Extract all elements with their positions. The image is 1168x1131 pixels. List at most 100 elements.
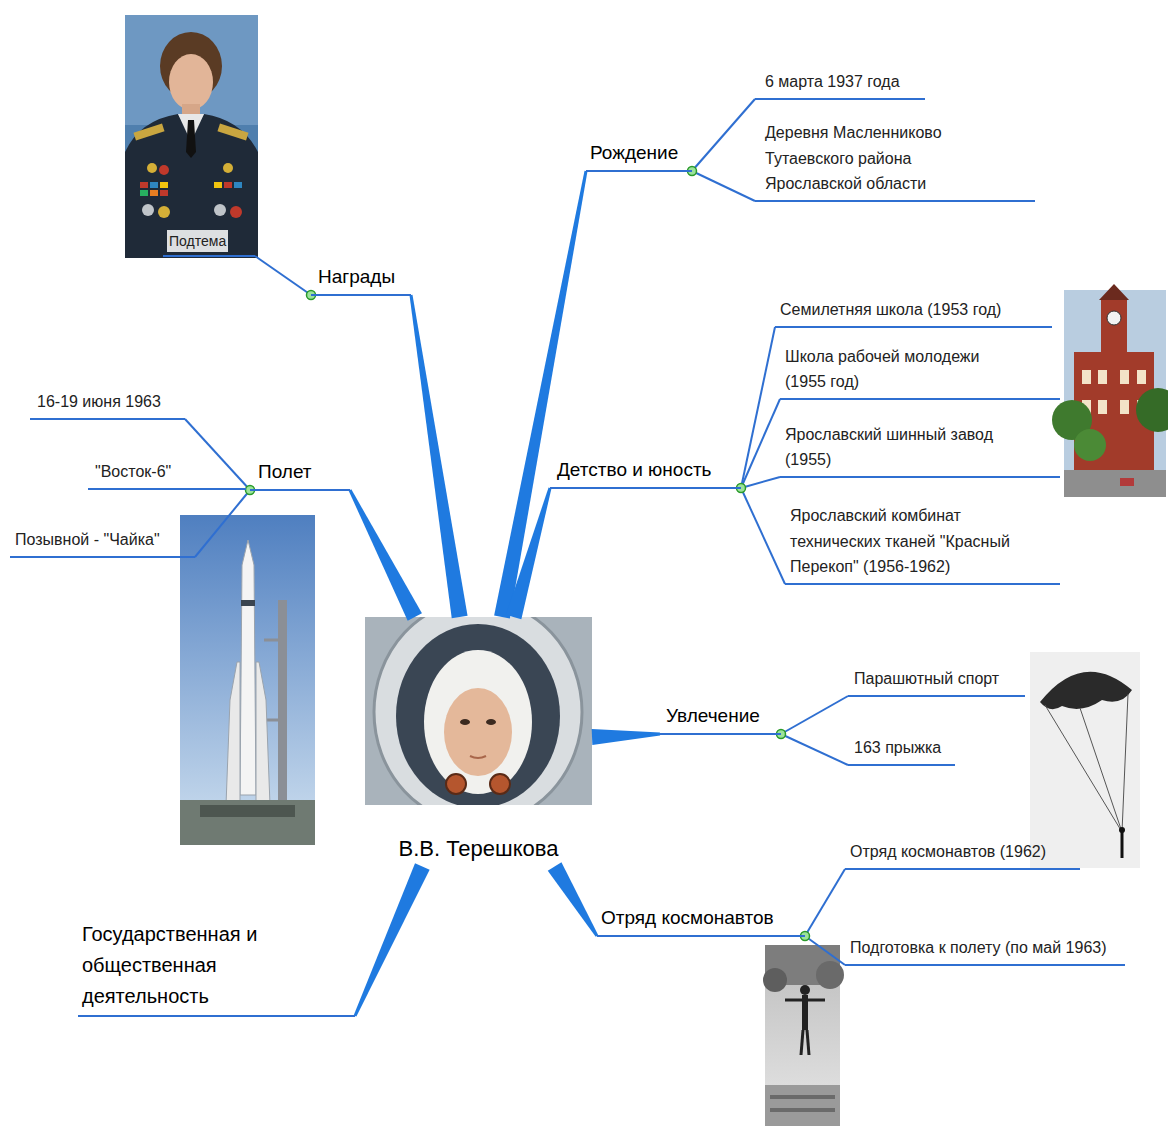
branch-topic: Награды <box>311 262 411 296</box>
cosmonaut-photo <box>490 774 510 794</box>
topic-text: Подготовка к полету (по май 1963) <box>850 935 1107 961</box>
main-branch <box>410 295 468 618</box>
main-branch <box>548 862 599 936</box>
topic-text: Подтема <box>167 230 228 252</box>
portrait-photo <box>186 120 196 158</box>
cosmonaut-photo <box>486 719 496 725</box>
subtopic-label: 6 марта 1937 года <box>755 69 925 100</box>
school-building-photo <box>1137 370 1146 384</box>
cosmonaut-photo <box>374 617 582 805</box>
cosmonaut-photo <box>444 688 512 776</box>
subtopic-label: 16-19 июня 1963 <box>30 389 185 420</box>
rocket-photo <box>226 662 240 805</box>
training-photo <box>763 945 844 1126</box>
portrait-photo <box>140 190 148 196</box>
main-branch <box>349 489 422 620</box>
sub-branch-line <box>692 171 755 201</box>
parachute-photo <box>1080 708 1122 832</box>
topic-text: 6 марта 1937 года <box>765 69 900 95</box>
topic-text: Парашютный спорт <box>854 666 999 692</box>
sub-branch-line <box>741 477 780 488</box>
school-building-photo <box>1052 284 1168 497</box>
subtopic-label: Школа рабочей молодежи (1955 год) <box>780 344 1060 400</box>
sub-branch-line <box>805 869 845 936</box>
cosmonaut-photo <box>396 624 560 805</box>
portrait-photo <box>230 206 242 218</box>
training-photo <box>800 985 810 995</box>
topic-text: Ярославский шинный завод (1955) <box>785 422 1015 473</box>
sub-branch-line <box>741 488 785 584</box>
school-building-photo <box>1098 370 1107 384</box>
branch-topic: Рождение <box>586 138 692 172</box>
portrait-photo <box>214 182 222 188</box>
school-building-photo <box>1107 311 1121 325</box>
portrait-photo <box>160 190 168 196</box>
topic-text: Семилетняя школа (1953 год) <box>780 297 1001 323</box>
subtopic-label: Подтема <box>163 230 255 257</box>
cosmonaut-photo <box>424 650 532 794</box>
portrait-photo <box>217 124 248 141</box>
portrait-photo <box>160 182 168 188</box>
school-building-photo <box>1074 429 1106 461</box>
parachute-photo <box>1045 705 1122 832</box>
school-building-photo <box>1098 400 1107 414</box>
topic-text: 163 прыжка <box>854 735 941 761</box>
portrait-photo <box>224 182 232 188</box>
topic-text: 16-19 июня 1963 <box>37 389 161 415</box>
branch-topic: Детство и юность <box>550 455 741 489</box>
rocket-photo <box>180 800 315 845</box>
training-photo <box>770 1095 835 1099</box>
portrait-photo <box>147 163 157 173</box>
portrait-photo <box>214 204 226 216</box>
school-building-photo <box>1099 284 1129 300</box>
topic-text: Детство и юность <box>557 455 712 484</box>
portrait-photo <box>159 165 169 175</box>
portrait-photo <box>125 15 258 258</box>
portrait-photo <box>169 54 213 110</box>
subtopic-label: Отряд космонавтов (1962) <box>845 839 1080 870</box>
cosmonaut-photo <box>470 756 486 758</box>
rocket-photo <box>240 540 256 795</box>
subtopic-label: Семилетняя школа (1953 год) <box>775 297 1052 328</box>
school-building-photo <box>1136 388 1168 432</box>
main-branch <box>354 863 430 1016</box>
rocket-photo <box>264 639 278 642</box>
rocket-photo <box>278 600 287 805</box>
topic-title: В.В. Терешкова <box>398 835 558 863</box>
topic-text: Рождение <box>590 138 678 167</box>
topic-text: Ярославский комбинат технических тканей … <box>790 503 1045 580</box>
parachute-photo <box>1122 694 1128 832</box>
parachute-photo <box>1119 827 1125 833</box>
training-photo <box>807 1030 809 1055</box>
portrait-photo <box>125 15 258 125</box>
training-photo <box>801 1030 803 1055</box>
topic-text: "Восток-6" <box>95 459 171 485</box>
sub-branch-line <box>805 936 845 965</box>
portrait-photo <box>125 114 258 258</box>
cosmonaut-photo <box>365 617 592 805</box>
portrait-photo <box>234 182 242 188</box>
subtopic-label: Позывной - "Чайка" <box>10 527 195 558</box>
subtopic-label: Парашютный спорт <box>848 666 1025 697</box>
sub-branch-line <box>781 734 848 765</box>
subtopic-label: "Восток-6" <box>88 459 246 490</box>
school-building-photo <box>1101 300 1127 354</box>
portrait-photo <box>142 204 154 216</box>
main-branch <box>592 729 660 745</box>
topic-text: Государственная и общественная деятельно… <box>82 919 312 1012</box>
topic-text: Позывной - "Чайка" <box>15 527 160 553</box>
portrait-photo <box>150 182 158 188</box>
portrait-photo <box>150 190 158 196</box>
training-photo <box>816 961 844 989</box>
cosmonaut-photo <box>446 774 466 794</box>
main-branch <box>506 488 551 620</box>
main-branch <box>494 171 587 619</box>
sub-branch-line <box>741 327 775 488</box>
sub-branch-line <box>741 399 780 488</box>
sub-branch-line <box>255 256 311 295</box>
topic-text: Отряд космонавтов (1962) <box>850 839 1046 865</box>
cosmonaut-photo <box>460 719 470 725</box>
subtopic-label: Деревня Масленниково Тутаевского района … <box>755 120 1035 202</box>
branch-topic: Государственная и общественная деятельно… <box>78 919 355 1017</box>
